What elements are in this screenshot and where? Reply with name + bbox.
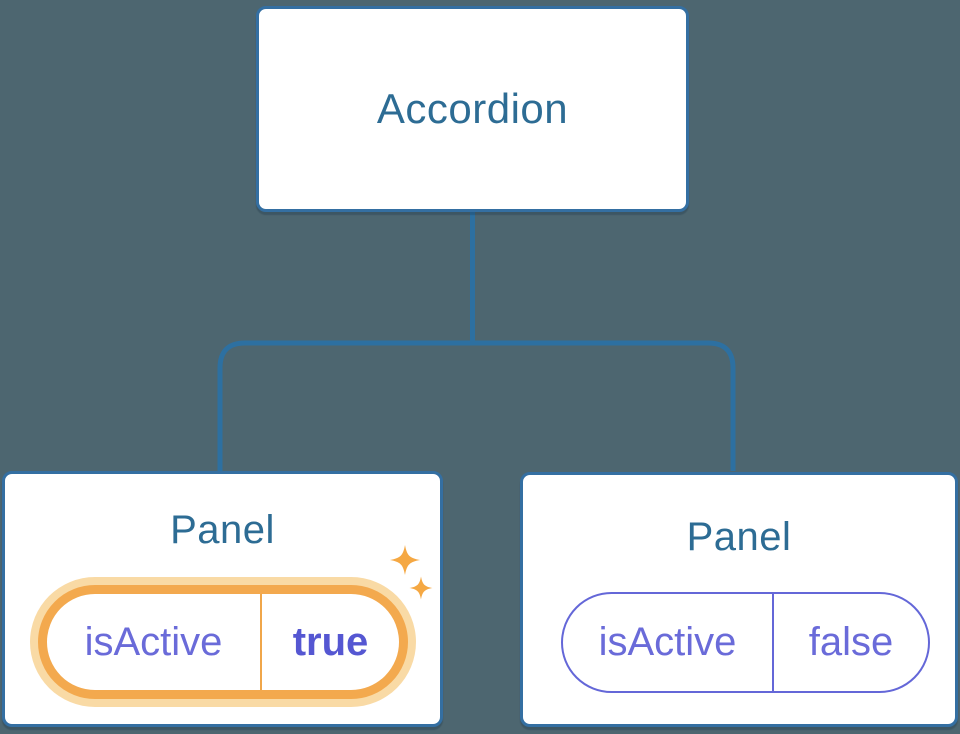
node-panel-inactive-label: Panel <box>686 515 792 559</box>
sparkles-icon <box>390 545 433 600</box>
node-panel-active-label: Panel <box>170 508 275 552</box>
node-panel-active: Panel isActive true <box>2 471 443 727</box>
state-prop-name: isActive <box>47 594 262 690</box>
node-accordion: Accordion <box>256 6 689 212</box>
state-prop-value: false <box>808 620 894 664</box>
state-prop-value: true <box>292 619 369 664</box>
node-panel-inactive: Panel isActive false <box>520 472 958 727</box>
state-pill-isactive-false: isActive false <box>561 592 930 693</box>
state-pill-isactive-true: isActive true <box>38 585 408 699</box>
state-prop-name: isActive <box>563 594 774 691</box>
node-accordion-label: Accordion <box>376 85 569 132</box>
